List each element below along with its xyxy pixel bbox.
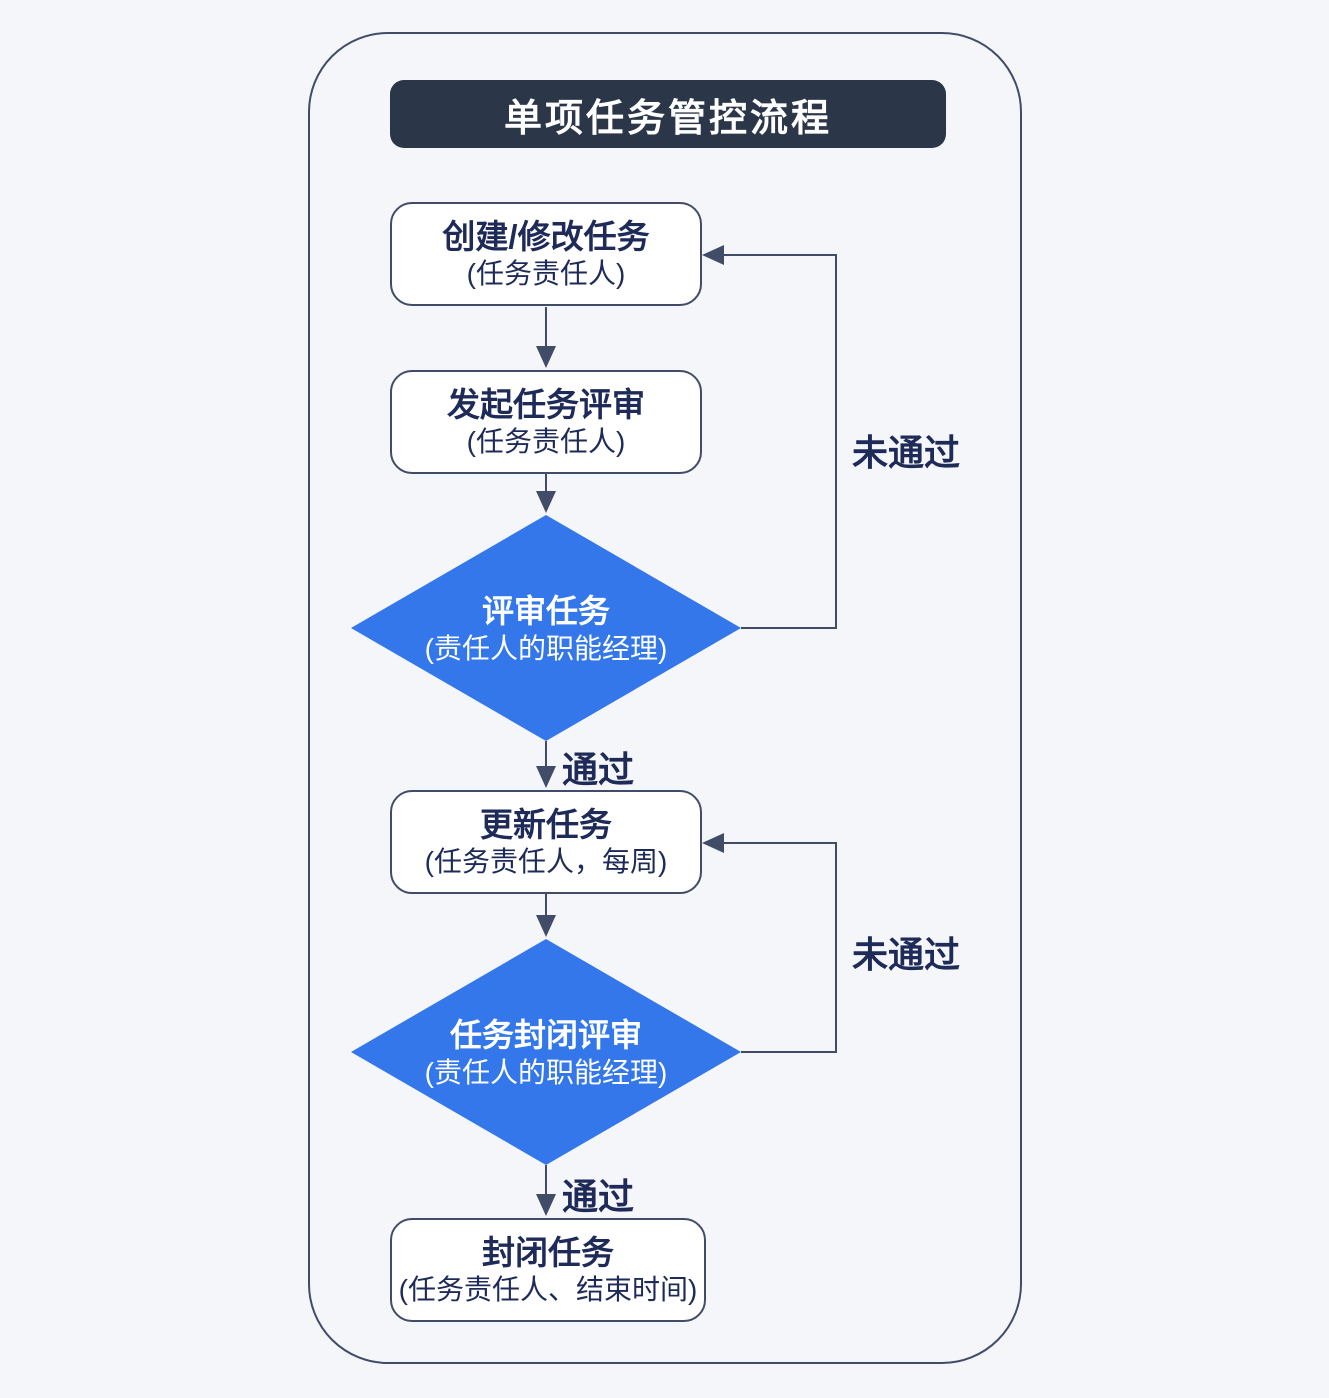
fail-label-2: 未通过	[852, 934, 961, 975]
flowchart-frame	[308, 32, 1022, 1364]
flowchart-title: 单项任务管控流程	[390, 80, 946, 148]
flowchart-title-text: 单项任务管控流程	[503, 97, 832, 140]
node-review-task-subtitle: (责任人的职能经理)	[424, 632, 668, 664]
fail-loop2-bottom-line	[741, 1051, 837, 1053]
arrowhead-initiate-to-review	[536, 491, 556, 513]
connector-review-to-update	[545, 741, 547, 770]
node-create-task-subtitle: (任务责任人)	[466, 258, 626, 289]
connector-create-to-initiate	[545, 307, 547, 350]
arrowhead-update-to-closereview	[536, 915, 556, 937]
fail-loop1-vertical-line	[835, 254, 837, 629]
node-close-task: 封闭任务 (任务责任人、结束时间)	[390, 1218, 706, 1322]
node-close-task-subtitle: (任务责任人、结束时间)	[398, 1274, 698, 1305]
fail-label-1: 未通过	[852, 432, 961, 473]
node-update-task-title: 更新任务	[480, 806, 612, 844]
connector-initiate-to-review	[545, 472, 547, 494]
pass-label-2: 通过	[562, 1176, 635, 1217]
node-initiate-review-subtitle: (任务责任人)	[466, 426, 626, 457]
node-close-review-title: 任务封闭评审	[449, 1016, 642, 1053]
connector-update-to-closereview	[545, 894, 547, 917]
arrowhead-fail-loop1	[702, 245, 724, 265]
arrowhead-create-to-initiate	[536, 346, 556, 368]
node-review-task-title: 评审任务	[481, 592, 610, 629]
arrowhead-closereview-to-close	[536, 1194, 556, 1216]
fail-loop2-top-line	[722, 842, 837, 844]
arrowhead-review-to-update	[536, 766, 556, 788]
fail-loop1-bottom-line	[741, 627, 837, 629]
node-create-task: 创建/修改任务 (任务责任人)	[390, 202, 702, 306]
node-close-task-title: 封闭任务	[482, 1234, 614, 1272]
node-update-task-subtitle: (任务责任人，每周)	[424, 846, 668, 877]
fail-loop2-vertical-line	[835, 842, 837, 1053]
node-initiate-review: 发起任务评审 (任务责任人)	[390, 370, 702, 474]
connector-closereview-to-close	[545, 1165, 547, 1198]
arrowhead-fail-loop2	[702, 833, 724, 853]
node-create-task-title: 创建/修改任务	[442, 218, 650, 256]
pass-label-1: 通过	[562, 749, 635, 790]
node-close-review-subtitle: (责任人的职能经理)	[424, 1056, 668, 1088]
node-update-task: 更新任务 (任务责任人，每周)	[390, 790, 702, 894]
node-initiate-review-title: 发起任务评审	[447, 386, 645, 424]
fail-loop1-top-line	[722, 254, 837, 256]
